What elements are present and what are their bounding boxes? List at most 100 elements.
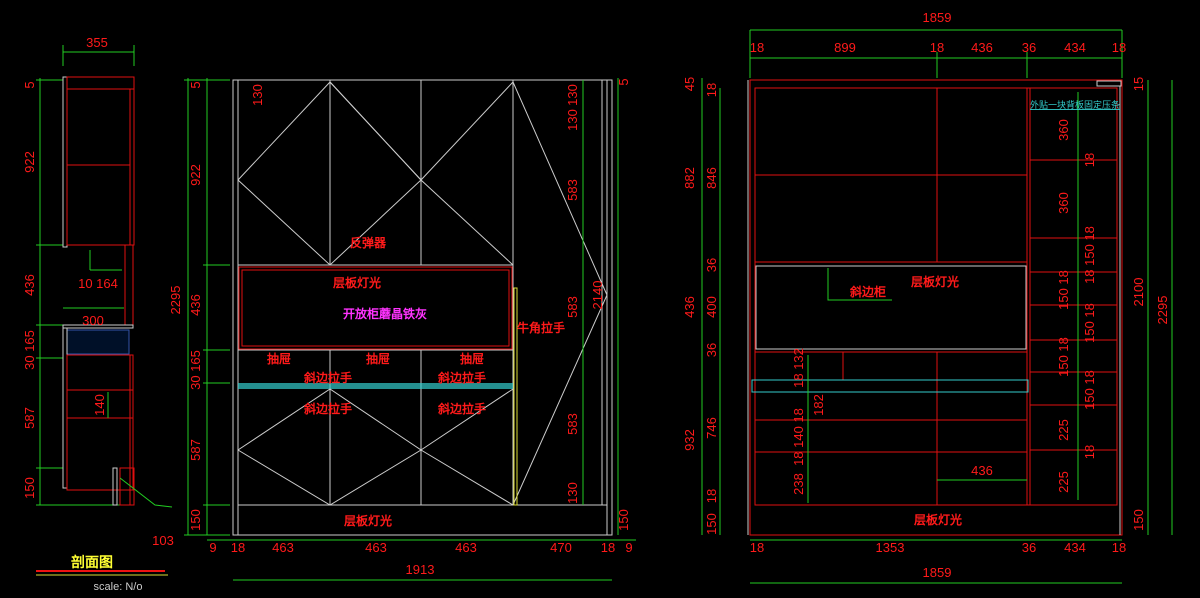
section-dim-upper: 922	[22, 151, 37, 173]
front-dim-total: 2295	[168, 286, 183, 315]
section-width-dim: 355	[86, 35, 108, 50]
front-bottom-dim: 18	[601, 540, 615, 555]
elev-top-total: 1859	[923, 10, 952, 25]
elev-bottom-dim: 1353	[876, 540, 905, 555]
section-dim-top: 5	[22, 81, 37, 88]
elev-left-inner: 746	[704, 417, 719, 439]
section-dim-shelf: 140	[92, 394, 107, 416]
elev-left-inner: 400	[704, 296, 719, 318]
elev-left-outer: 150	[704, 513, 719, 535]
elev-right-col-dim: 150 18	[1056, 270, 1071, 310]
elev-top-dim: 18	[750, 40, 764, 55]
front-right-dim-total: 2140	[590, 281, 605, 310]
elev-note: 外贴一块背板固定压条	[1030, 99, 1120, 110]
elevation-view: 1859 18 899 18 436 36 434 18 18 1353 36 …	[682, 10, 1173, 584]
elev-left-inner: 18	[704, 489, 719, 503]
elev-top-dim: 18	[930, 40, 944, 55]
elev-right-dim-base: 150	[1131, 509, 1146, 531]
elev-right-dim-total: 2295	[1155, 296, 1170, 325]
elev-right-col-dim: 360	[1056, 119, 1071, 141]
label-light-top: 层板灯光	[333, 275, 381, 290]
elev-lower-inner: 18 132	[791, 348, 806, 388]
front-bottom-dim: 463	[365, 540, 387, 555]
elev-right-col-dim: 18 150 18	[1082, 226, 1097, 284]
elev-bottom-total: 1859	[923, 565, 952, 580]
label-bevel-2: 斜边拉手	[437, 370, 486, 385]
label-bevel-cabinet: 斜边柜	[849, 284, 886, 299]
front-dim-top: 5	[188, 81, 203, 88]
elev-top-dim: 36	[1022, 40, 1036, 55]
elev-right-col-dim: 225	[1056, 419, 1071, 441]
label-bevel-4: 斜边拉手	[437, 401, 486, 416]
elev-width-436: 436	[971, 463, 993, 478]
label-drawer-3: 抽屉	[460, 351, 484, 366]
section-scale: scale: N/o	[94, 581, 143, 593]
front-bottom-dim: 463	[455, 540, 477, 555]
front-right-dim-base: 150	[616, 509, 631, 531]
elev-bottom-dim: 434	[1064, 540, 1086, 555]
elev-right-dim-top: 15	[1131, 77, 1146, 91]
elev-right-col-dim: 18	[1082, 445, 1097, 459]
section-dim-depth: 300	[82, 313, 104, 328]
front-bottom-dim: 18	[231, 540, 245, 555]
section-dim-counter: 30 165	[22, 330, 37, 370]
elev-right-col-dim: 18	[1082, 153, 1097, 167]
label-bevel-1: 斜边拉手	[303, 370, 352, 385]
section-dim-mid: 436	[22, 274, 37, 296]
elev-left-inner: 36	[704, 343, 719, 357]
elev-left-outer: 45	[682, 77, 697, 91]
elev-top-dim: 436	[971, 40, 993, 55]
front-dim-lower: 587	[188, 439, 203, 461]
front-bottom-dim: 9	[209, 540, 216, 555]
label-light-mid: 层板灯光	[911, 274, 959, 289]
front-right-dim-e: 583	[565, 413, 580, 435]
elev-right-dim-mid: 2100	[1131, 278, 1146, 307]
elev-top-dim: 899	[834, 40, 856, 55]
label-open-cabinet: 开放柜蘑晶铁灰	[343, 306, 427, 321]
elev-bottom-dim: 18	[1112, 540, 1126, 555]
front-right-dim-c: 583	[565, 179, 580, 201]
front-dim-counter: 30 165	[188, 350, 203, 390]
front-right-dim-b: 130	[565, 109, 580, 131]
elev-left-outer: 882	[682, 167, 697, 189]
front-dim-upper: 922	[188, 164, 203, 186]
front-right-dim-d: 583	[565, 296, 580, 318]
label-horn-handle: 牛角拉手	[517, 320, 565, 335]
label-drawer-1: 抽屉	[267, 351, 291, 366]
label-light-bottom: 层板灯光	[344, 513, 392, 528]
label-drawer-2: 抽屉	[366, 351, 390, 366]
section-title: 剖面图	[71, 554, 113, 570]
section-dim-kick: 103	[152, 533, 174, 548]
section-view: 355 5 922 436 30 165 587 150 10 164 300 …	[22, 35, 174, 593]
front-right-dim-f: 130	[565, 482, 580, 504]
elev-top-dim: 18	[1112, 40, 1126, 55]
elev-lower-inner: 238	[791, 473, 806, 495]
elev-lower-inner: 18 140 18	[791, 408, 806, 466]
section-dim-niche: 10 164	[78, 276, 118, 291]
label-light-bottom-elev: 层板灯光	[914, 512, 962, 527]
elev-right-col-dim: 225	[1056, 471, 1071, 493]
section-dim-base: 150	[22, 477, 37, 499]
front-dim-mid: 436	[188, 294, 203, 316]
section-dim-lower: 587	[22, 407, 37, 429]
elev-left-inner: 18	[704, 83, 719, 97]
elev-left-inner: 36	[704, 258, 719, 272]
label-bevel-3: 斜边拉手	[303, 401, 352, 416]
front-right-dim-a: 130	[565, 84, 580, 106]
elev-left-inner: 846	[704, 167, 719, 189]
front-bottom-dim: 463	[272, 540, 294, 555]
label-rebound: 反弹器	[350, 235, 387, 250]
front-dim-base: 150	[188, 509, 203, 531]
front-dim-hinge: 130	[250, 84, 265, 106]
elev-right-col-dim: 150 18	[1082, 303, 1097, 343]
front-bottom-dim: 9	[625, 540, 632, 555]
elev-left-outer: 932	[682, 429, 697, 451]
elev-right-col-dim: 150 18	[1056, 337, 1071, 377]
elev-left-outer: 436	[682, 296, 697, 318]
elev-right-col-dim: 360	[1056, 192, 1071, 214]
front-view: 2295 922 5 436 30 165 587 150 130 130 13…	[168, 78, 636, 581]
elev-top-dim: 434	[1064, 40, 1086, 55]
elev-bottom-dim: 18	[750, 540, 764, 555]
front-right-dim-top: 5	[616, 78, 631, 85]
